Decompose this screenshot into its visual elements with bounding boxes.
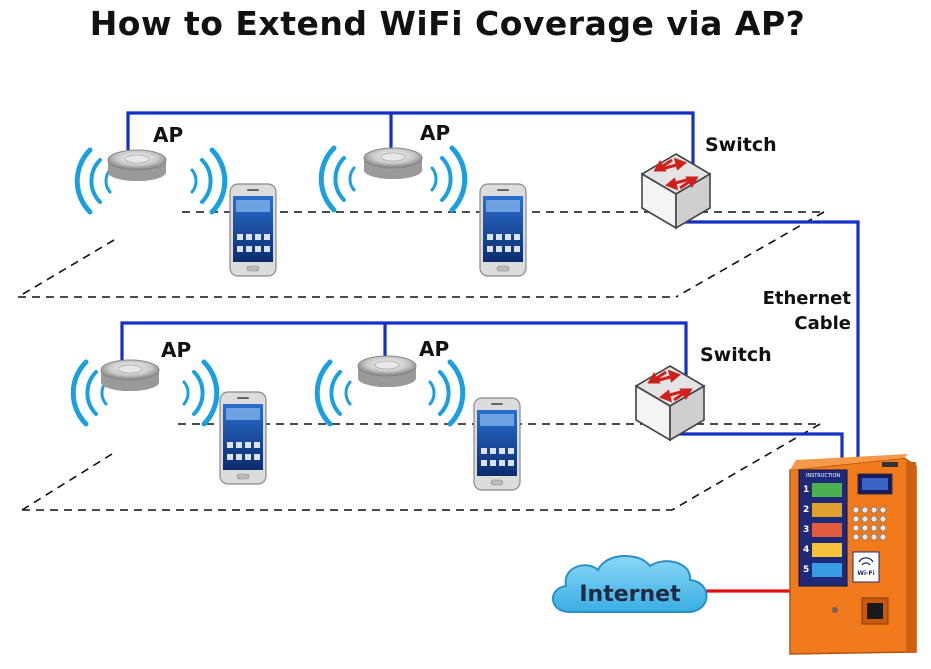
internet-cloud-icon: Internet: [552, 554, 708, 613]
switch-icon: [640, 152, 712, 230]
smartphone-icon: [479, 183, 527, 277]
ap-label: AP: [419, 337, 449, 361]
kiosk-step-number: 4: [803, 545, 809, 555]
smartphone-icon: [229, 183, 277, 277]
upper-floor-plane: [17, 211, 825, 298]
kiosk-wifi-badge: Wi-Fi: [857, 570, 874, 577]
page-title: How to Extend WiFi Coverage via AP?: [89, 4, 806, 43]
smartphone-icon: [473, 397, 521, 491]
kiosk-instruction-header: INSTRUCTION: [806, 473, 841, 479]
ethernet-cabling: [120, 111, 860, 458]
ap-label: AP: [153, 123, 183, 147]
ethernet-cable-label: Ethernet: [763, 288, 852, 309]
access-point-icon: [363, 147, 423, 180]
ap-label: AP: [161, 338, 191, 362]
ethernet-cable-label: Cable: [794, 313, 851, 334]
switch-label: Switch: [700, 344, 772, 366]
access-point-icon: [107, 149, 167, 182]
access-point-icon: [100, 359, 160, 392]
access-point-icon: [357, 355, 417, 388]
kiosk-step-number: 2: [803, 505, 809, 515]
kiosk-step-number: 5: [803, 565, 809, 575]
switch-label: Switch: [705, 134, 777, 156]
lower-floor-plane: [21, 423, 821, 511]
smartphone-icon: [219, 391, 267, 485]
switch-icon: [634, 364, 706, 442]
ap-label: AP: [420, 121, 450, 145]
kiosk-step-number: 1: [803, 485, 809, 495]
payment-kiosk-icon: INSTRUCTION 1 2 3 4 5: [789, 454, 917, 655]
internet-label: Internet: [579, 582, 681, 607]
kiosk-step-number: 3: [803, 525, 809, 535]
